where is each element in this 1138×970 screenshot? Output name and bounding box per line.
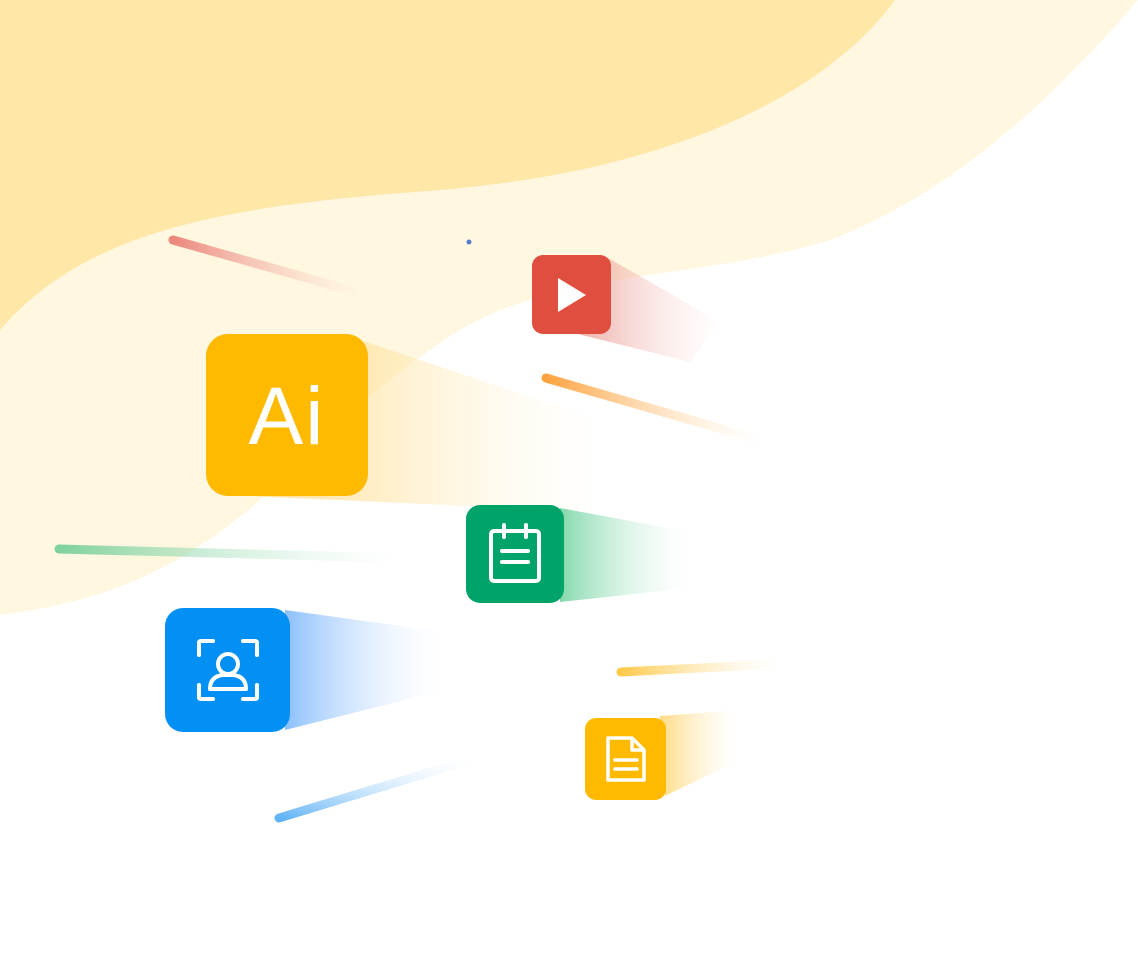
background-wave-main <box>0 0 895 330</box>
face-scan-icon <box>196 639 259 701</box>
play-icon <box>557 277 586 312</box>
document-tile <box>585 718 666 800</box>
speed-streak-orange <box>541 373 765 445</box>
face-scan-tile <box>165 608 290 732</box>
note-tile-trail <box>560 508 690 602</box>
play-tile <box>532 255 611 334</box>
doc-tile-trail <box>660 710 740 796</box>
speed-streak-yellow <box>616 659 785 677</box>
ai-text-icon: Ai <box>248 371 326 462</box>
notepad-tile <box>466 505 564 603</box>
speed-streak-red <box>168 235 365 298</box>
face-tile-trail <box>285 610 445 730</box>
speed-streak-blue <box>274 755 475 823</box>
notepad-icon <box>489 523 541 583</box>
decor-dot <box>466 239 472 245</box>
ai-tile: Ai <box>206 334 368 496</box>
speed-streak-green <box>54 544 405 563</box>
document-icon <box>605 736 646 782</box>
